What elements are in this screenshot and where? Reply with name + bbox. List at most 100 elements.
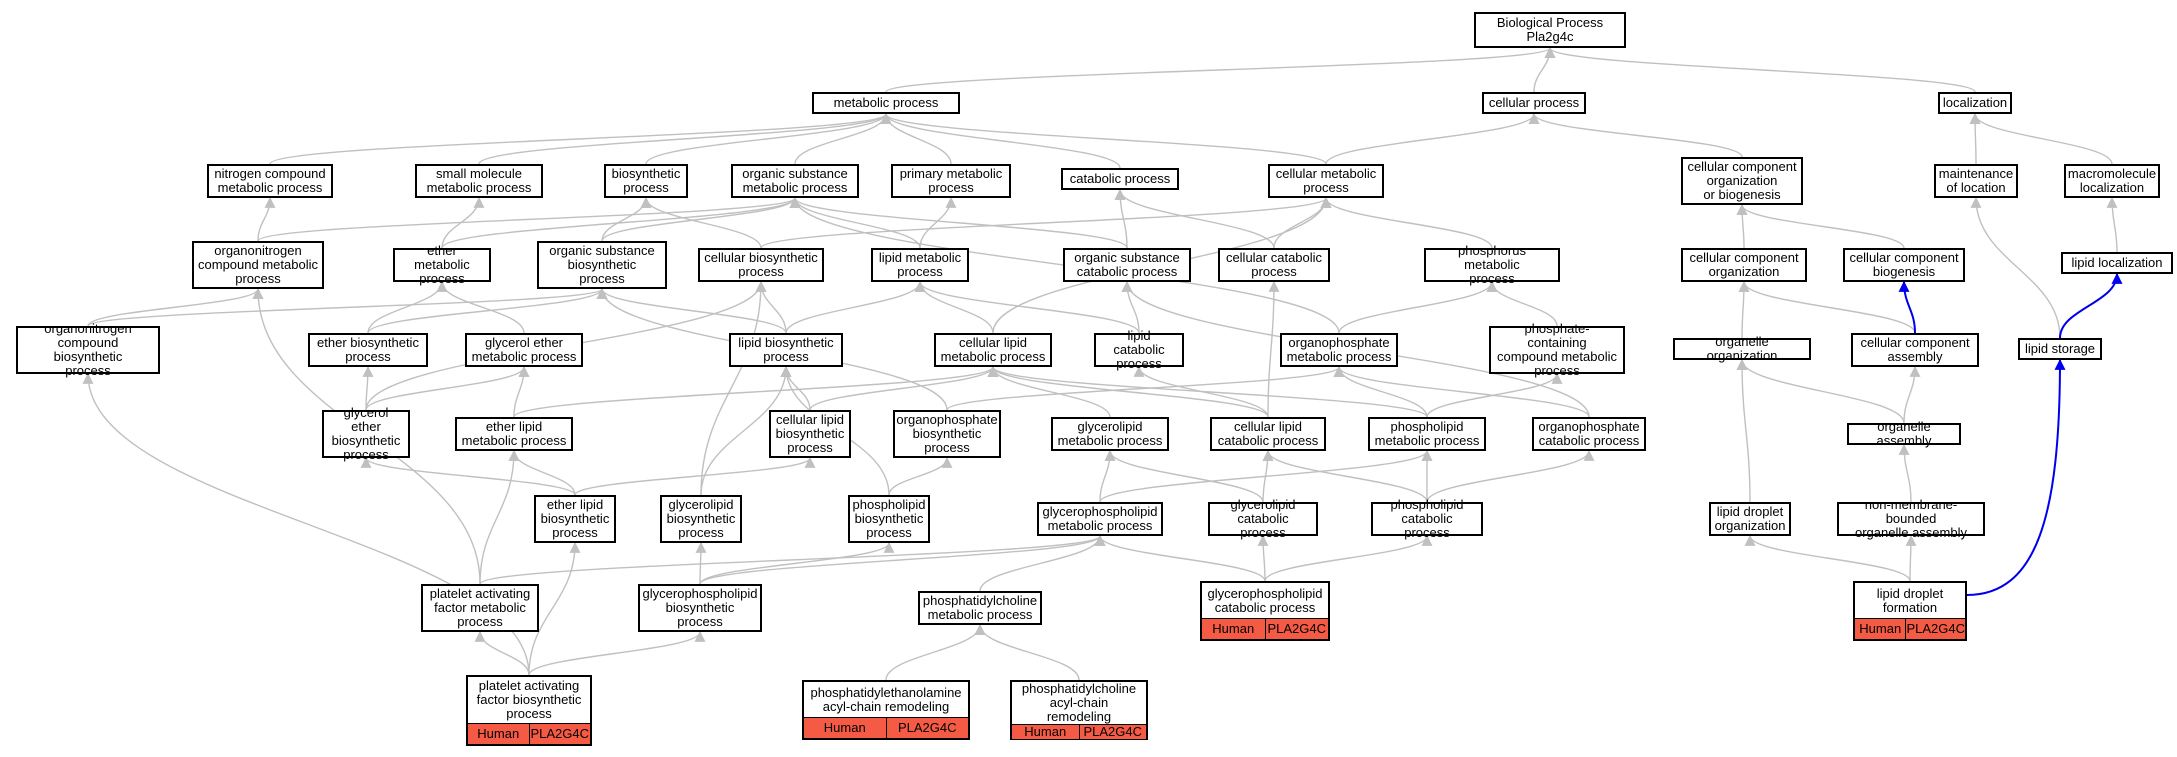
is-a-edge-lipidloc-to-macroloc — [2106, 196, 2118, 253]
go-term-orgphos[interactable]: organophosphate metabolic process — [1280, 333, 1398, 367]
is-a-edge-orgnitro-to-orgsub — [257, 196, 801, 242]
go-term-ccorgbio[interactable]: cellular component organization or bioge… — [1681, 157, 1803, 205]
is-a-edge-nonmem-to-orgassem — [1898, 443, 1912, 503]
is-a-edge-phoscont-to-phosmet — [1486, 280, 1558, 327]
go-term-pcmet[interactable]: phosphatidylcholine metabolic process — [918, 591, 1042, 625]
go-term-ccbio[interactable]: cellular component biogenesis — [1843, 248, 1965, 282]
go-term-nitro[interactable]: nitrogen compound metabolic process — [207, 164, 333, 198]
go-term-orgphosbio[interactable]: organophosphate biosynthetic process — [893, 410, 1001, 458]
is-a-edge-pafbio-to-etherlipidbio — [528, 541, 581, 676]
go-term-cellproc[interactable]: cellular process — [1482, 92, 1586, 114]
go-term-cellcat[interactable]: cellular catabolic process — [1218, 248, 1330, 282]
go-term-gplbio[interactable]: glycerophospholipid biosynthetic process — [638, 584, 762, 632]
go-term-orgphoscat[interactable]: organophosphate catabolic process — [1532, 417, 1646, 451]
go-term-glyether[interactable]: glycerol ether metabolic process — [465, 333, 583, 367]
is-a-edge-phospholipidcat-to-orgphoscat — [1426, 449, 1595, 503]
gene-tag: PLA2G4C — [1078, 724, 1146, 739]
go-term-orgnitrobio[interactable]: organonitrogen compound biosynthetic pro… — [16, 322, 160, 378]
is-a-edge-biosyn-to-metab — [645, 112, 892, 165]
go-term-label: phosphatidylcholine acyl-chain remodelin… — [1021, 680, 1137, 724]
is-a-edge-lipiddroporg-to-organelle — [1736, 358, 1751, 503]
species-tag: Human — [804, 718, 886, 738]
is-a-edge-glyetherbio-to-glyether — [365, 365, 530, 411]
go-term-local[interactable]: localization — [1938, 92, 2012, 114]
go-term-phospholipid[interactable]: phospholipid metabolic process — [1368, 417, 1486, 451]
go-term-label: platelet activating factor biosynthetic … — [476, 678, 582, 721]
go-term-glycerolipidcat[interactable]: glycerolipid catabolic process — [1208, 498, 1318, 540]
is-a-edge-pc_remodel-to-pcmet — [974, 623, 1080, 681]
species-tag: Human — [1855, 619, 1906, 639]
species-tag: Human — [1012, 724, 1079, 739]
go-term-pe-remodel[interactable]: phosphatidylethanolamine acyl-chain remo… — [802, 680, 970, 740]
is-a-edge-gpl-to-glycerolipid — [1099, 449, 1116, 503]
go-term-metab[interactable]: metabolic process — [812, 92, 960, 114]
go-term-pc-remodel[interactable]: phosphatidylcholine acyl-chain remodelin… — [1010, 680, 1148, 740]
highlight-edge-ccassem-to-ccbio — [1898, 280, 1916, 334]
go-term-phoscont[interactable]: phosphate-containing compound metabolic … — [1489, 322, 1625, 378]
go-term-lipidmet[interactable]: lipid metabolic process — [871, 248, 969, 282]
is-a-edge-smallmol-to-metab — [478, 112, 892, 165]
go-term-ccassem[interactable]: cellular component assembly — [1851, 333, 1979, 367]
go-term-orgnitro[interactable]: organonitrogen compound metabolic proces… — [192, 241, 324, 289]
go-term-cellmet[interactable]: cellular metabolic process — [1268, 164, 1384, 198]
go-term-catab[interactable]: catabolic process — [1061, 168, 1179, 190]
go-term-orgassem[interactable]: organelle assembly — [1847, 420, 1961, 448]
go-term-lipidbio[interactable]: lipid biosynthetic process — [729, 333, 843, 367]
go-term-pafbio[interactable]: platelet activating factor biosynthetic … — [466, 675, 592, 746]
go-term-ether[interactable]: ether metabolic process — [393, 244, 491, 286]
go-term-orgsubbio[interactable]: organic substance biosynthetic process — [537, 241, 667, 289]
go-term-celllipidcat[interactable]: cellular lipid catabolic process — [1210, 417, 1326, 451]
is-a-edge-pcmet-to-gpl — [979, 534, 1106, 592]
go-term-label: phosphatidylethanolamine acyl-chain remo… — [810, 684, 962, 714]
is-a-edge-cellmet-to-cellproc — [1325, 112, 1540, 165]
is-a-edge-catab-to-metab — [880, 112, 1121, 169]
go-term-etherlipid[interactable]: ether lipid metabolic process — [455, 417, 573, 451]
go-term-lipidloc[interactable]: lipid localization — [2061, 252, 2173, 274]
is-a-edge-glycerolipidbio-to-cellbio — [700, 280, 767, 496]
is-a-edge-etherlipidbio-to-celllipidbio — [574, 456, 816, 496]
go-term-organelle[interactable]: organelle organization — [1673, 335, 1811, 363]
is-a-edge-gplcat-to-phospholipidcat — [1264, 534, 1433, 582]
go-term-phospholipidcat[interactable]: phospholipid catabolic process — [1371, 498, 1483, 540]
is-a-edge-celllipidbio-to-celllipid — [809, 365, 999, 411]
go-term-primary[interactable]: primary metabolic process — [891, 164, 1011, 198]
is-a-edge-glyether-to-ether — [436, 280, 525, 334]
go-term-phospholipidbio[interactable]: phospholipid biosynthetic process — [848, 495, 930, 543]
go-term-pafmet[interactable]: platelet activating factor metabolic pro… — [421, 584, 539, 632]
go-term-orgsub[interactable]: organic substance metabolic process — [731, 164, 859, 198]
is-a-edge-pafmet-to-gpl — [479, 534, 1106, 585]
go-term-etherbio[interactable]: ether biosynthetic process — [308, 333, 428, 367]
go-term-lipiddroporg[interactable]: lipid droplet organization — [1709, 502, 1791, 536]
go-term-glyetherbio[interactable]: glycerol ether biosynthetic process — [322, 406, 410, 462]
go-term-orgsubcat[interactable]: organic substance catabolic process — [1063, 248, 1191, 282]
is-a-edge-glycerolipidbio-to-lipidbio — [700, 365, 792, 496]
gene-tag: PLA2G4C — [885, 718, 968, 738]
go-term-phosmet[interactable]: phosphorus metabolic process — [1424, 244, 1560, 286]
go-term-celllipidbio[interactable]: cellular lipid biosynthetic process — [769, 410, 851, 458]
go-term-ccorg[interactable]: cellular component organization — [1681, 248, 1807, 282]
species-tag: Human — [468, 724, 529, 744]
is-a-edge-gpl-to-phospholipid — [1099, 449, 1433, 503]
go-term-label: glycerophospholipid catabolic process — [1207, 585, 1323, 615]
is-a-edge-orgphoscat-to-orgphos — [1333, 365, 1590, 418]
go-term-bp[interactable]: Biological Process Pla2g4c — [1474, 12, 1626, 48]
go-term-celllipid[interactable]: cellular lipid metabolic process — [934, 333, 1052, 367]
is-a-edge-orgphos-to-phosmet — [1338, 280, 1498, 334]
go-term-maint[interactable]: maintenance of location — [1934, 164, 2018, 198]
go-term-glycerolipid[interactable]: glycerolipid metabolic process — [1051, 417, 1169, 451]
go-term-smallmol[interactable]: small molecule metabolic process — [415, 164, 543, 198]
go-term-glycerolipidbio[interactable]: glycerolipid biosynthetic process — [660, 495, 742, 543]
is-a-edge-orgphosbio-to-orgphos — [946, 365, 1345, 411]
go-term-macroloc[interactable]: macromolecule localization — [2064, 164, 2160, 198]
go-term-nonmem[interactable]: non-membrane-bounded organelle assembly — [1837, 498, 1985, 540]
go-term-cellbio[interactable]: cellular biosynthetic process — [698, 248, 824, 282]
go-term-lipidstor[interactable]: lipid storage — [2018, 338, 2102, 360]
go-term-etherlipidbio[interactable]: ether lipid biosynthetic process — [534, 495, 616, 543]
go-term-lipidcat[interactable]: lipid catabolic process — [1094, 329, 1184, 371]
go-term-biosyn[interactable]: biosynthetic process — [604, 164, 688, 198]
go-term-gpl[interactable]: glycerophospholipid metabolic process — [1037, 502, 1163, 536]
